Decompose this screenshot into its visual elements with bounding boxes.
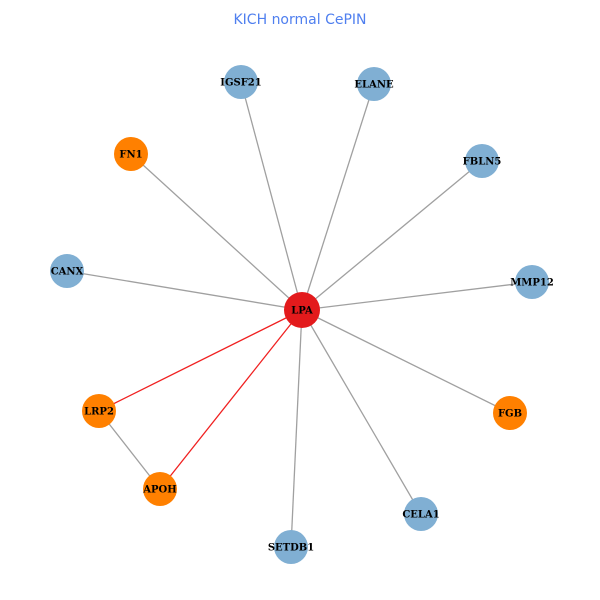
edge-lpa-setdb1 xyxy=(290,309,303,548)
diagram-title: KICH normal CePIN xyxy=(233,12,367,28)
node-setdb1[interactable]: SETDB1 xyxy=(268,530,314,564)
node-circle xyxy=(357,67,391,101)
node-lrp2[interactable]: LRP2 xyxy=(82,394,116,428)
node-circle xyxy=(493,396,527,430)
node-label: FN1 xyxy=(119,150,142,161)
edge-lpa-fn1 xyxy=(130,153,303,311)
edge-lpa-canx xyxy=(66,270,303,311)
edge-lpa-igsf21 xyxy=(240,81,303,311)
node-fn1[interactable]: FN1 xyxy=(114,137,148,171)
node-label: FBLN5 xyxy=(463,157,502,168)
edge-lpa-elane xyxy=(301,83,375,311)
edge-lpa-fbln5 xyxy=(301,160,483,311)
node-circle xyxy=(50,254,84,288)
node-circle xyxy=(515,265,549,299)
node-label: SETDB1 xyxy=(268,543,314,554)
node-circle xyxy=(465,144,499,178)
node-fbln5[interactable]: FBLN5 xyxy=(463,144,502,178)
node-circle xyxy=(284,292,320,328)
node-apoh[interactable]: APOH xyxy=(142,472,177,506)
node-fgb[interactable]: FGB xyxy=(493,396,527,430)
node-label: CELA1 xyxy=(402,510,439,521)
node-circle xyxy=(114,137,148,171)
edge-lpa-mmp12 xyxy=(301,281,533,311)
edge-lpa-cela1 xyxy=(301,309,422,515)
node-lpa[interactable]: LPA xyxy=(284,292,320,328)
node-label: LRP2 xyxy=(84,407,114,418)
node-label: LPA xyxy=(291,306,313,317)
node-circle xyxy=(224,65,258,99)
node-elane[interactable]: ELANE xyxy=(354,67,394,101)
node-label: APOH xyxy=(142,485,176,496)
node-igsf21[interactable]: IGSF21 xyxy=(220,65,262,99)
node-mmp12[interactable]: MMP12 xyxy=(510,265,554,299)
node-label: IGSF21 xyxy=(220,78,261,89)
edge-lpa-apoh xyxy=(159,309,303,490)
edge-lpa-lrp2 xyxy=(98,309,303,412)
node-circle xyxy=(274,530,308,564)
node-cela1[interactable]: CELA1 xyxy=(402,497,440,531)
node-circle xyxy=(82,394,116,428)
node-label: FGB xyxy=(498,409,522,420)
edge-lpa-fgb xyxy=(301,309,511,414)
node-label: ELANE xyxy=(354,80,394,91)
node-label: CANX xyxy=(51,267,84,278)
node-canx[interactable]: CANX xyxy=(50,254,84,288)
node-circle xyxy=(143,472,177,506)
node-circle xyxy=(404,497,438,531)
node-label: MMP12 xyxy=(510,278,554,289)
